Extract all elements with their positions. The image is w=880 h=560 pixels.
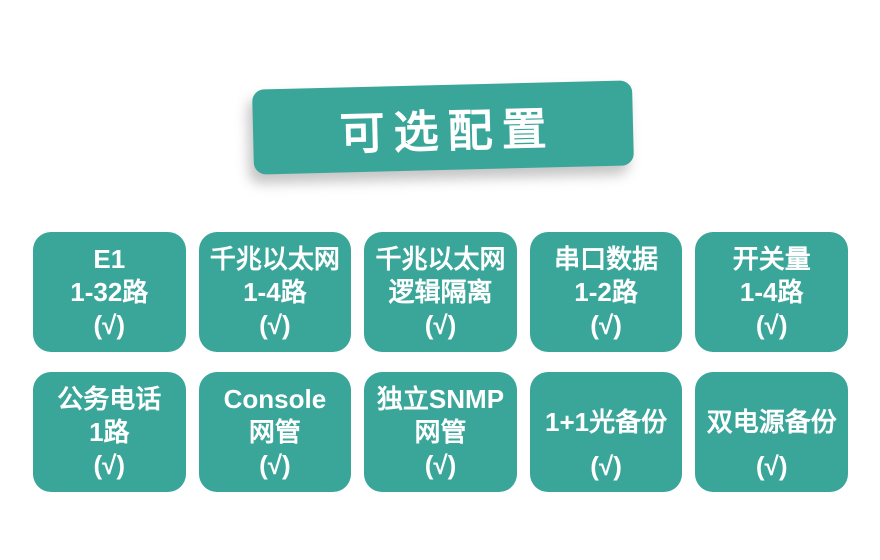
card-check-label: (√) (590, 451, 622, 481)
card-line: 网管 (414, 416, 467, 447)
card-line: 公务电话 (57, 383, 162, 414)
card-check-label: (√) (424, 309, 457, 340)
config-card: 1+1光备份 (√) (529, 372, 683, 492)
card-line: 网管 (248, 416, 301, 447)
card-line: 1-4路 (243, 276, 307, 307)
card-line: 双电源备份 (706, 407, 837, 437)
card-line: Console (223, 383, 327, 414)
card-line: 1+1光备份 (545, 407, 668, 437)
card-line: 1-4路 (739, 276, 804, 307)
card-line: 串口数据 (554, 243, 659, 274)
card-check-label: (√) (755, 309, 788, 340)
card-line: 千兆以太网 (209, 243, 340, 274)
card-line: 1-32路 (70, 276, 149, 307)
card-line: E1 (93, 243, 126, 274)
title-banner-text: 可选配置 (338, 103, 557, 160)
card-line: 独立SNMP (376, 383, 505, 414)
card-line: 1路 (89, 416, 130, 447)
card-line: 1-2路 (574, 276, 638, 307)
card-check-label: (√) (259, 449, 291, 480)
card-check-label: (√) (590, 309, 622, 340)
title-banner: 可选配置 (252, 80, 634, 175)
card-check-label: (√) (93, 309, 126, 340)
card-line: 开关量 (732, 243, 811, 274)
config-card: 千兆以太网逻辑隔离(√) (364, 232, 517, 352)
card-check-label: (√) (259, 309, 291, 340)
card-line: 千兆以太网 (375, 243, 506, 274)
card-check-label: (√) (755, 451, 788, 481)
config-card: 双电源备份 (√) (695, 372, 848, 492)
card-check-label: (√) (93, 449, 126, 480)
card-line: 逻辑隔离 (388, 276, 493, 307)
card-check-label: (√) (424, 449, 457, 480)
